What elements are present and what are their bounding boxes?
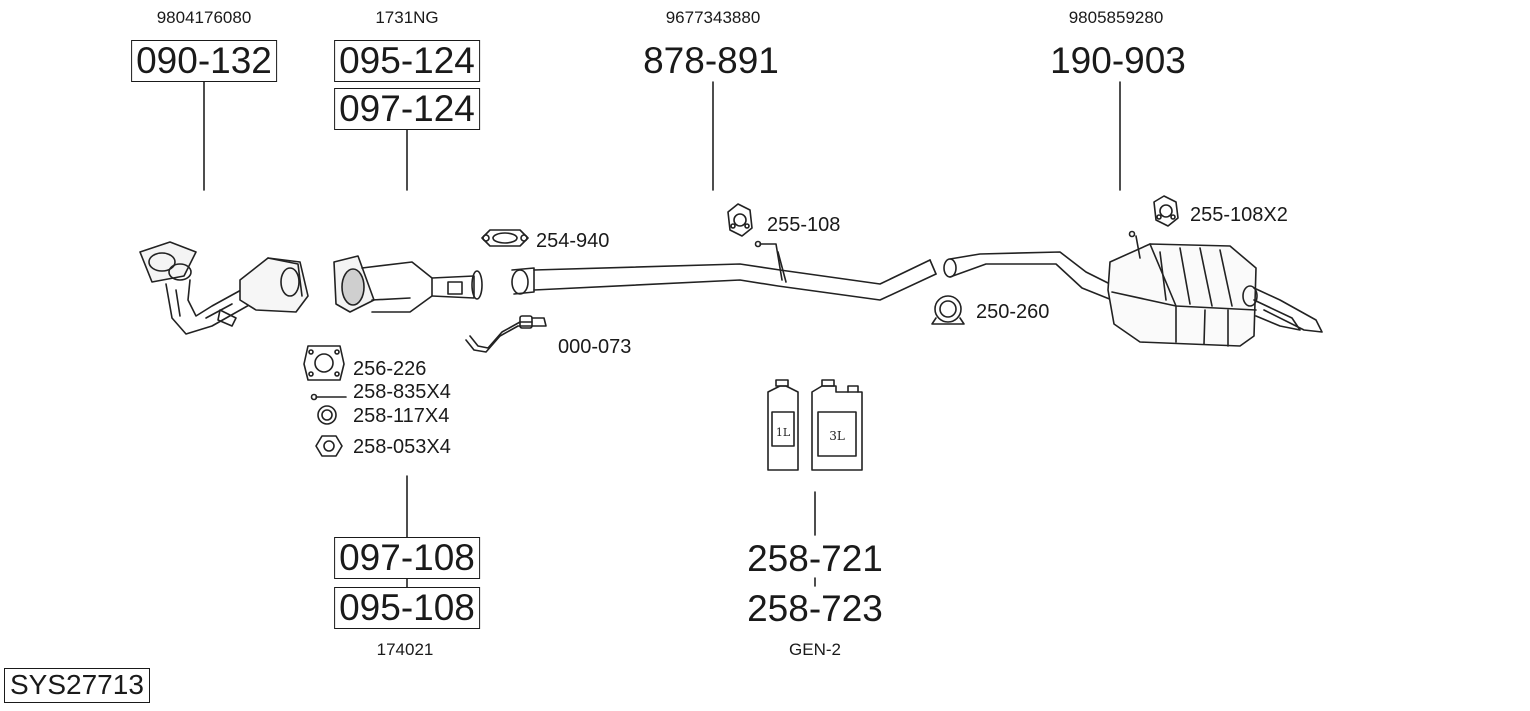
- oem-number-2: 1731NG: [375, 8, 439, 27]
- clamp-254-940-part: [481, 229, 529, 247]
- washer-258-117-part: [317, 405, 337, 425]
- system-id: SYS27713: [4, 668, 150, 703]
- oem-number-5: 174021: [376, 640, 434, 659]
- label-256-226[interactable]: 256-226: [353, 358, 427, 380]
- lambda-sensor-part: [465, 315, 547, 353]
- part-number-878-891[interactable]: 878-891: [643, 40, 779, 81]
- label-255-108x2[interactable]: 255-108X2: [1190, 204, 1288, 226]
- catalytic-converter-part: [333, 255, 483, 313]
- label-258-835x4[interactable]: 258-835X4: [353, 381, 451, 403]
- part-number-097-108[interactable]: 097-108: [334, 537, 480, 579]
- label-258-117x4[interactable]: 258-117X4: [353, 405, 450, 427]
- front-downpipe-part: [139, 241, 309, 335]
- container-large-part: [811, 379, 863, 471]
- part-number-190-903[interactable]: 190-903: [1050, 40, 1186, 81]
- part-number-095-124[interactable]: 095-124: [334, 40, 480, 82]
- label-255-108[interactable]: 255-108: [767, 214, 841, 236]
- label-258-053x4[interactable]: 258-053X4: [353, 436, 451, 458]
- oem-number-3: 9677343880: [665, 8, 761, 27]
- part-number-258-723[interactable]: 258-723: [747, 588, 883, 629]
- part-number-095-108[interactable]: 095-108: [334, 587, 480, 629]
- part-number-258-721[interactable]: 258-721: [747, 538, 883, 579]
- label-000-073[interactable]: 000-073: [558, 336, 632, 358]
- oem-number-1: 9804176080: [156, 8, 252, 27]
- part-number-097-124[interactable]: 097-124: [334, 88, 480, 130]
- gasket-256-226-part: [303, 345, 345, 381]
- part-number-090-132[interactable]: 090-132: [131, 40, 277, 82]
- label-254-940[interactable]: 254-940: [536, 230, 610, 252]
- label-250-260[interactable]: 250-260: [976, 301, 1050, 323]
- container-small-label: 1L: [776, 426, 791, 439]
- container-small-part: [767, 379, 799, 471]
- bolt-258-835-part: [310, 393, 347, 401]
- oem-number-6: GEN-2: [789, 640, 841, 659]
- center-pipe-part: [511, 240, 937, 301]
- container-large-label: 3L: [829, 429, 845, 443]
- nut-258-053-part: [315, 435, 343, 457]
- hanger-255-108-part: [727, 203, 753, 237]
- oem-number-4: 9805859280: [1068, 8, 1164, 27]
- hanger-255-108x2-part: [1153, 195, 1179, 227]
- rear-silencer-part: [943, 230, 1323, 347]
- clamp-250-260-part: [931, 295, 965, 325]
